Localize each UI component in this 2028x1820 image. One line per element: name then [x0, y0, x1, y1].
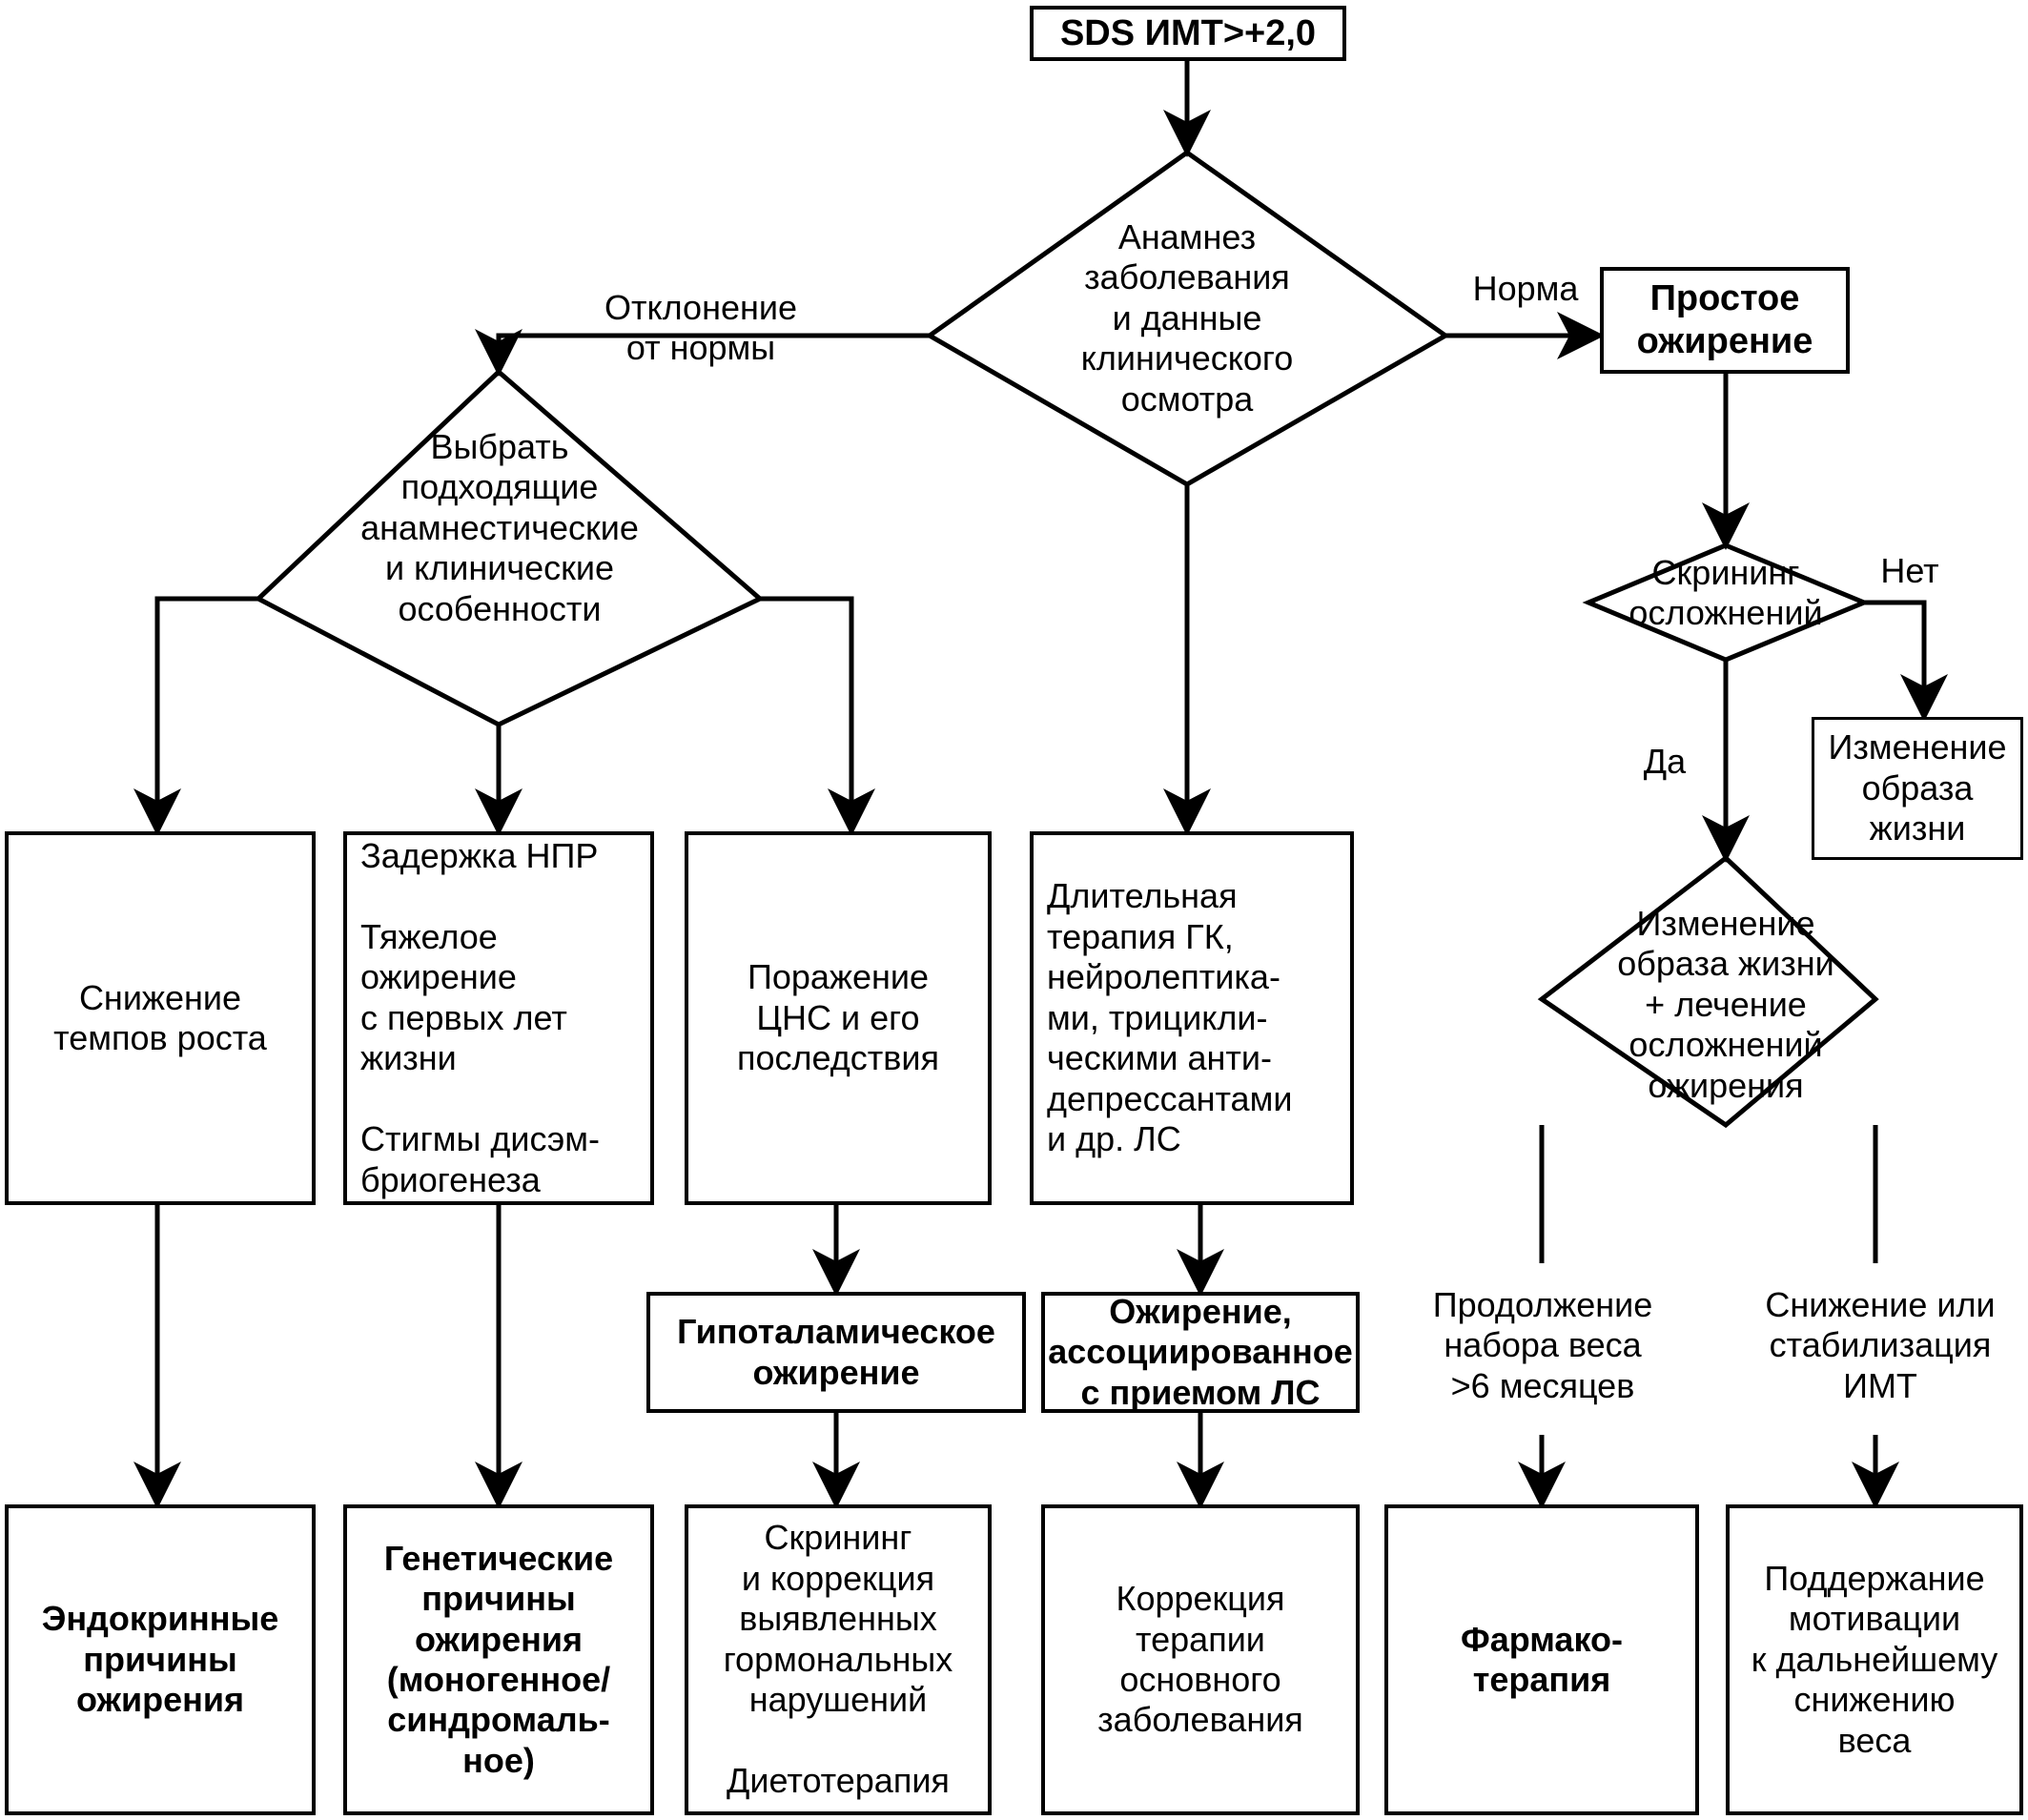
- node-hypothalamic-obesity[interactable]: Гипоталамическое ожирение: [646, 1292, 1026, 1413]
- node-feature-cns[interactable]: Поражение ЦНС и его последствия: [685, 831, 992, 1205]
- decision-screening-label: Скрининг осложнений: [1629, 553, 1823, 633]
- node-outcome-genetic[interactable]: Генетические причины ожирения (моногенно…: [343, 1504, 654, 1815]
- decision-lifestyle-treatment-label: Изменение образа жизни + лечение осложне…: [1617, 904, 1834, 1105]
- node-outcome-screening-correction[interactable]: Скрининг и коррекция выявленных гормонал…: [685, 1504, 992, 1815]
- node-feature-npr[interactable]: Задержка НПР Тяжелое ожирение с первых л…: [343, 831, 654, 1205]
- node-feature-growth[interactable]: Снижение темпов роста: [5, 831, 316, 1205]
- node-outcome-endocrine[interactable]: Эндокринные причины ожирения: [5, 1504, 316, 1815]
- edge-label-norm: Норма: [1472, 269, 1579, 308]
- edge-label-weight-gain: Продолжение набора веса >6 месяцев: [1432, 1285, 1653, 1405]
- node-drug-associated-obesity[interactable]: Ожирение, ассоциированное с приемом ЛС: [1041, 1292, 1360, 1413]
- node-feature-drugs[interactable]: Длительная терапия ГК, нейролептика- ми,…: [1030, 831, 1354, 1205]
- edge-label-no: Нет: [1880, 551, 1939, 590]
- node-outcome-therapy-correction[interactable]: Коррекция терапии основного заболевания: [1041, 1504, 1360, 1815]
- decision-anamnesis-label: Анамнез заболевания и данные клиническог…: [1080, 217, 1294, 419]
- decision-select-features-label: Выбрать подходящие анамнестические и кли…: [360, 427, 639, 628]
- node-outcome-motivation[interactable]: Поддержание мотивации к дальнейшему сниж…: [1726, 1504, 2023, 1815]
- edge-label-bmi-reduction: Снижение или стабилизация ИМТ: [1765, 1285, 1996, 1405]
- edge-label-deviation: Отклонение от нормы: [604, 288, 797, 368]
- node-simple-obesity[interactable]: Простое ожирение: [1600, 267, 1850, 374]
- node-sds-bmi[interactable]: SDS ИМТ>+2,0: [1030, 6, 1346, 61]
- edge-label-yes: Да: [1643, 742, 1687, 781]
- node-outcome-pharmacotherapy[interactable]: Фармако- терапия: [1384, 1504, 1699, 1815]
- node-lifestyle-change[interactable]: Изменение образа жизни: [1812, 717, 2023, 860]
